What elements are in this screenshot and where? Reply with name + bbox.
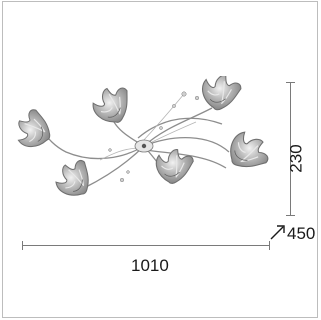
lamp-beads [108,91,200,183]
depth-arrow-icon [270,225,285,240]
height-dimension-tick [286,215,295,216]
height-label: 230 [286,144,306,173]
width-dimension-tick [22,241,23,250]
height-dimension-line [290,82,291,216]
depth-label: 450 [287,224,316,243]
height-dimension-tick [286,82,295,83]
ceiling-lamp-image [14,76,275,205]
width-label: 1010 [131,256,169,275]
width-dimension-line [22,245,270,246]
image-frame [2,1,318,318]
width-dimension-tick [269,241,270,250]
